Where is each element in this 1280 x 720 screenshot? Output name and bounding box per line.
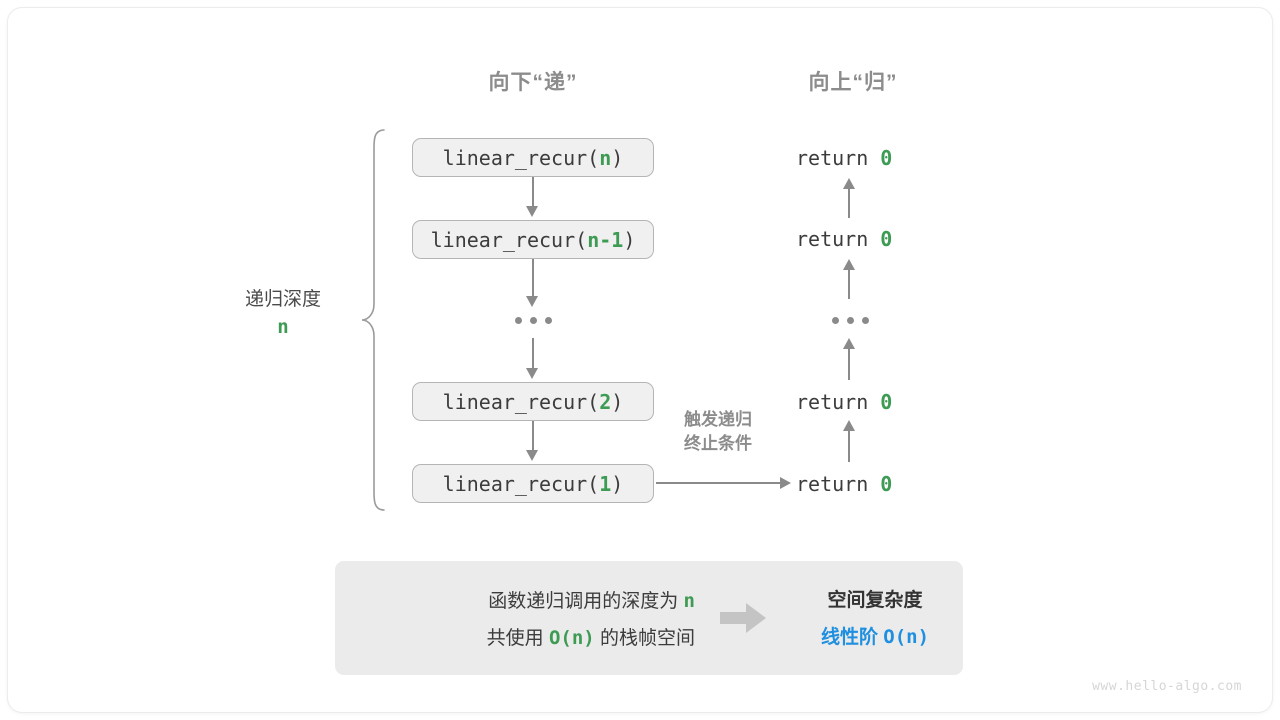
summary-line-2-suffix: 的栈帧空间 [594, 628, 695, 649]
call-box-1-name: linear_recur( [442, 471, 600, 496]
summary-line-1-prefix: 函数递归调用的深度为 [488, 591, 684, 612]
call-box-n-minus-1[interactable]: linear_recur(n-1) [412, 220, 654, 259]
summary-line-2-value: O(n) [548, 627, 595, 649]
return-row-2: return 0 [796, 227, 892, 251]
down-connector-2 [532, 259, 534, 299]
return-keyword-2: return [796, 227, 869, 251]
return-value-2: 0 [880, 227, 893, 251]
call-box-2-close: ) [611, 389, 624, 414]
down-arrowhead-1 [526, 206, 538, 217]
summary-left-text: 函数递归调用的深度为 n 共使用 O(n) 的栈帧空间 [365, 583, 695, 657]
summary-right-text: 空间复杂度 线性阶 O(n) [785, 583, 965, 656]
return-value-1: 0 [880, 146, 893, 170]
return-row-3: return 0 [796, 390, 892, 414]
call-box-1[interactable]: linear_recur(1) [412, 464, 654, 503]
up-arrowhead-2 [843, 259, 855, 270]
down-arrowhead-4 [526, 450, 538, 461]
call-box-2-arg: 2 [599, 389, 612, 414]
call-box-n[interactable]: linear_recur(n) [412, 138, 654, 177]
return-value-3: 0 [880, 390, 893, 414]
down-connector-3 [532, 338, 534, 370]
call-box-1-close: ) [611, 471, 624, 496]
base-case-arrowhead [780, 477, 791, 489]
down-connector-4 [532, 421, 534, 452]
call-box-2-name: linear_recur( [442, 389, 600, 414]
return-keyword-1: return [796, 146, 869, 170]
right-block-arrow-icon [720, 603, 766, 633]
trigger-condition-note: 触发递归 终止条件 [653, 408, 783, 456]
up-arrowhead-3 [843, 338, 855, 349]
call-box-n-arg: n [599, 145, 612, 170]
up-connector-1 [848, 186, 850, 218]
up-connector-4 [848, 428, 850, 462]
return-keyword-4: return [796, 472, 869, 496]
return-row-1: return 0 [796, 146, 892, 170]
call-box-n-minus-1-arg: n-1 [587, 227, 624, 252]
summary-right-value: 线性阶 O(n) [785, 619, 965, 656]
call-box-2[interactable]: linear_recur(2) [412, 382, 654, 421]
recursion-depth-text: 递归深度 [244, 289, 321, 310]
heading-ascend: 向上“归” [808, 71, 898, 94]
recursion-depth-value: n [277, 316, 289, 338]
summary-line-1-value: n [683, 590, 695, 612]
call-box-n-minus-1-name: linear_recur( [430, 227, 588, 252]
depth-brace-icon [361, 129, 385, 511]
summary-panel: 函数递归调用的深度为 n 共使用 O(n) 的栈帧空间 空间复杂度 线性阶 O(… [335, 561, 963, 675]
return-keyword-3: return [796, 390, 869, 414]
up-connector-3 [848, 346, 850, 380]
down-connector-1 [532, 177, 534, 209]
return-row-4: return 0 [796, 472, 892, 496]
summary-line-2: 共使用 O(n) 的栈帧空间 [365, 620, 695, 657]
down-arrowhead-3 [526, 368, 538, 379]
summary-right-value-mono: O(n) [883, 626, 930, 648]
watermark: www.hello-algo.com [1092, 679, 1242, 694]
down-arrowhead-2 [526, 296, 538, 307]
up-arrowhead-4 [843, 420, 855, 431]
right-ellipsis-icon [832, 317, 869, 324]
trigger-note-line1: 触发递归 [684, 410, 752, 429]
base-case-connector [656, 482, 782, 484]
diagram-canvas: 向下“递” 向上“归” 递归深度 n linear_recur(n) linea… [8, 8, 1272, 712]
summary-line-1: 函数递归调用的深度为 n [365, 583, 695, 620]
trigger-note-line2: 终止条件 [684, 434, 752, 453]
heading-descend: 向下“递” [488, 71, 578, 94]
summary-right-title: 空间复杂度 [827, 590, 923, 611]
up-connector-2 [848, 266, 850, 299]
call-box-1-arg: 1 [599, 471, 612, 496]
up-arrowhead-1 [843, 178, 855, 189]
call-box-n-name: linear_recur( [442, 145, 600, 170]
summary-right-value-text: 线性阶 [820, 627, 884, 648]
call-box-n-minus-1-close: ) [623, 227, 636, 252]
summary-line-2-prefix: 共使用 [486, 628, 549, 649]
recursion-depth-label: 递归深度 n [213, 286, 353, 340]
left-ellipsis-icon [515, 317, 552, 324]
call-box-n-close: ) [611, 145, 624, 170]
return-value-4: 0 [880, 472, 893, 496]
